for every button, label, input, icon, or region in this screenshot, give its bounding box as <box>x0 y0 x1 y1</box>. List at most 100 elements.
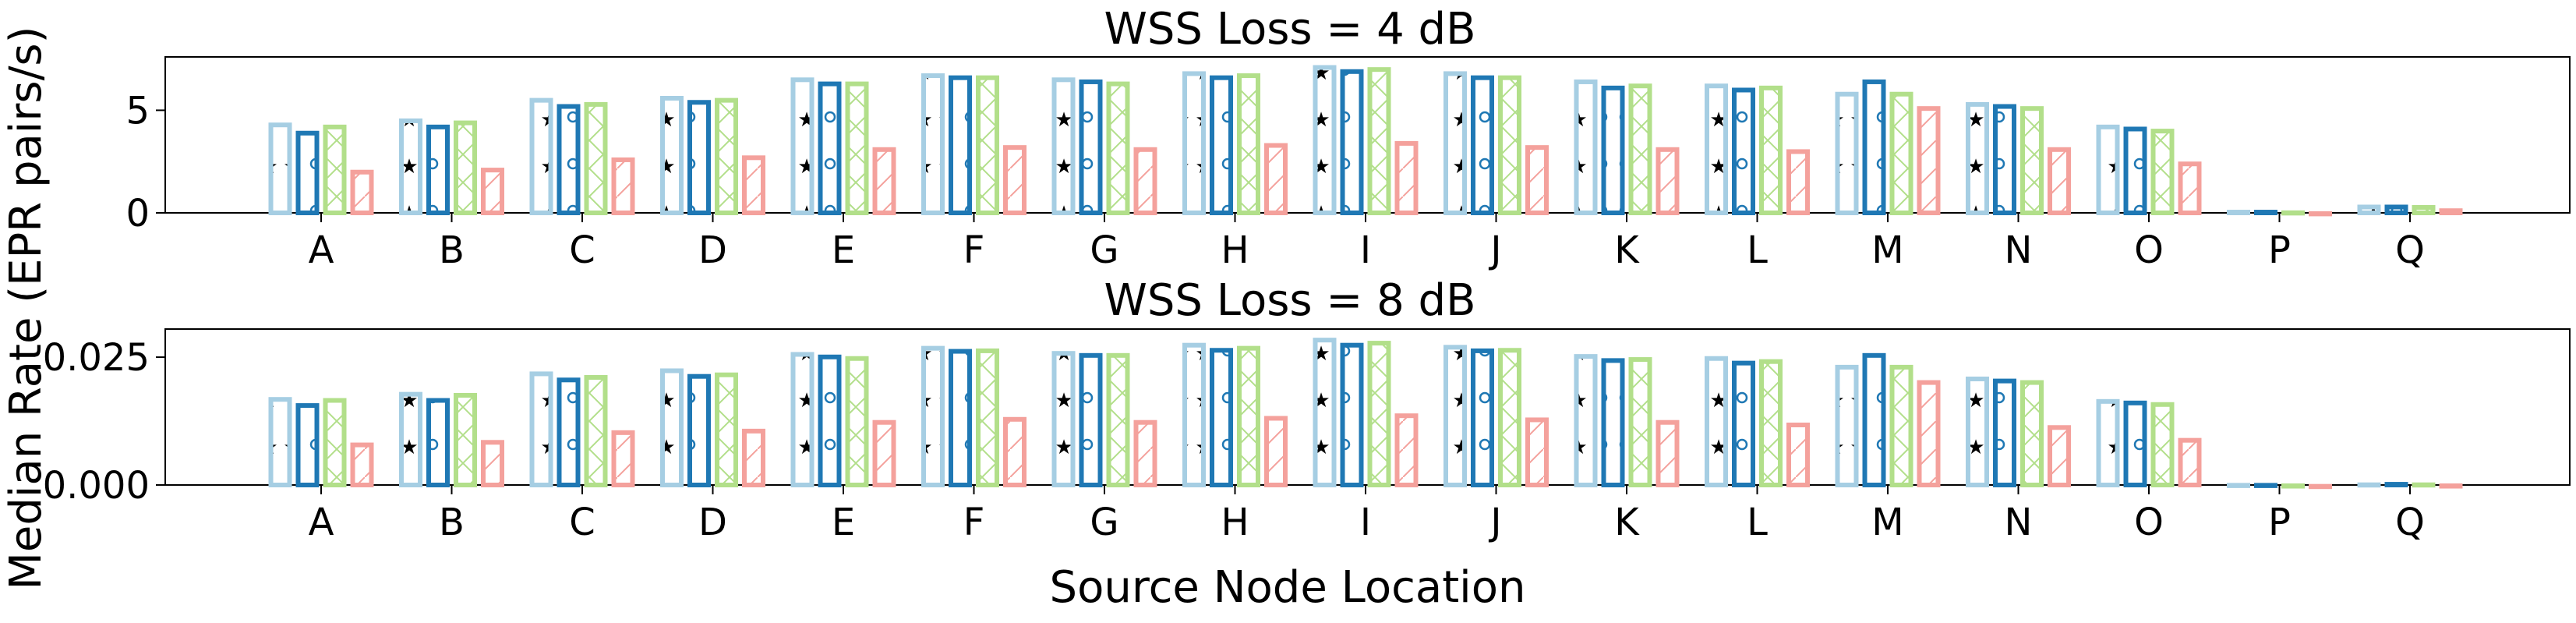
bar-s2-l <box>1732 360 1755 487</box>
y-axis: 05 <box>125 89 165 235</box>
bar-s3-c <box>584 101 608 215</box>
x-tick-label: K <box>1614 501 1640 544</box>
bar-s1-b <box>399 118 422 216</box>
bar-s2-c <box>557 104 581 215</box>
bar-s4-e <box>872 419 896 487</box>
bar-s2-o <box>2123 400 2147 488</box>
bar-s1-h <box>1182 342 1206 487</box>
x-tick-label: J <box>1488 501 1501 544</box>
bar-s4-d <box>742 428 765 487</box>
bar-s4-h <box>1264 143 1288 216</box>
subplot-title: WSS Loss = 4 dB <box>1104 4 1475 55</box>
x-tick-label: I <box>1360 228 1371 272</box>
bar-s4-i <box>1394 140 1419 215</box>
bar-s1-f <box>921 73 945 216</box>
bar-s2-j <box>1471 348 1494 487</box>
bar-s3-h <box>1237 73 1260 216</box>
bar-s3-d <box>715 97 738 215</box>
x-tick-label: B <box>439 228 465 272</box>
bar-s4-k <box>1655 419 1680 487</box>
bar-s3-f <box>976 75 999 216</box>
y-tick-label: 0 <box>125 192 150 235</box>
bar-s1-d <box>660 96 684 215</box>
bar-s2-b <box>426 398 450 488</box>
bars-layer <box>268 65 2463 217</box>
bar-s4-a <box>350 442 374 488</box>
bar-s2-k <box>1601 358 1625 487</box>
bar-s1-h <box>1182 71 1206 215</box>
x-tick-label: C <box>569 228 595 272</box>
bar-s3-p <box>2281 483 2305 489</box>
subplot-title: WSS Loss = 8 dB <box>1104 275 1475 326</box>
bar-s2-a <box>295 403 320 487</box>
bar-s3-i <box>1367 341 1391 487</box>
bar-s2-g <box>1079 352 1103 487</box>
bar-s3-o <box>2150 129 2175 216</box>
bar-s1-b <box>399 391 422 487</box>
x-tick-label: J <box>1488 228 1501 272</box>
bar-s3-h <box>1237 345 1260 487</box>
bar-s1-c <box>529 371 553 488</box>
bar-s3-a <box>323 124 347 215</box>
bar-s1-q <box>2357 482 2381 488</box>
bar-s2-b <box>426 124 450 215</box>
bar-s1-a <box>268 397 292 488</box>
bar-s4-b <box>481 168 504 216</box>
y-tick-label: 0.025 <box>43 336 150 380</box>
x-tick-label: E <box>832 228 855 272</box>
bar-s1-m <box>1835 91 1859 215</box>
bar-s4-l <box>1786 149 1810 215</box>
bar-s1-i <box>1313 65 1337 215</box>
bar-s1-n <box>1966 101 1989 215</box>
bar-s4-h <box>1264 416 1288 487</box>
bar-s2-p <box>2254 210 2277 216</box>
bar-s4-i <box>1394 413 1419 487</box>
x-tick-label: G <box>1090 228 1118 272</box>
bar-s3-g <box>1106 352 1130 487</box>
bar-s3-j <box>1498 348 1521 487</box>
bar-s4-b <box>481 440 504 488</box>
bar-s1-g <box>1051 351 1076 487</box>
bar-s2-f <box>949 349 972 487</box>
bar-s4-j <box>1525 145 1549 215</box>
bar-s4-e <box>872 147 896 215</box>
bar-s3-b <box>454 392 477 488</box>
bar-s2-j <box>1471 75 1494 216</box>
bar-s1-a <box>268 122 292 215</box>
x-tick-label: A <box>309 501 334 544</box>
y-tick-label: 0.000 <box>43 464 150 508</box>
x-tick-label: C <box>569 501 595 544</box>
bar-s3-q <box>2412 205 2436 215</box>
bar-s1-g <box>1051 77 1076 215</box>
bar-s3-q <box>2412 482 2436 488</box>
bar-s3-e <box>845 81 869 215</box>
bar-s1-k <box>1574 354 1598 487</box>
bar-s4-c <box>611 157 635 216</box>
bar-s1-o <box>2096 398 2120 487</box>
bar-s3-f <box>976 348 999 487</box>
bar-s2-g <box>1079 79 1103 215</box>
bar-s3-i <box>1367 67 1391 215</box>
bar-s4-f <box>1003 416 1027 487</box>
bar-s4-l <box>1786 423 1810 487</box>
x-tick-label: Q <box>2395 501 2425 544</box>
bar-s3-l <box>1759 85 1783 215</box>
x-tick-label: E <box>832 501 855 544</box>
bar-s1-p <box>2227 483 2250 488</box>
bar-s4-g <box>1133 147 1157 215</box>
y-axis: 0.000 0.025 <box>43 336 165 508</box>
bar-s1-m <box>1835 364 1859 487</box>
bar-s2-d <box>687 100 711 215</box>
bar-s2-d <box>687 373 711 487</box>
bar-s1-j <box>1443 345 1467 488</box>
bar-s3-j <box>1498 75 1521 216</box>
bar-s3-b <box>454 120 477 215</box>
bar-s1-l <box>1705 83 1728 215</box>
bar-s1-f <box>921 345 945 487</box>
x-tick-label: M <box>1871 228 1903 272</box>
